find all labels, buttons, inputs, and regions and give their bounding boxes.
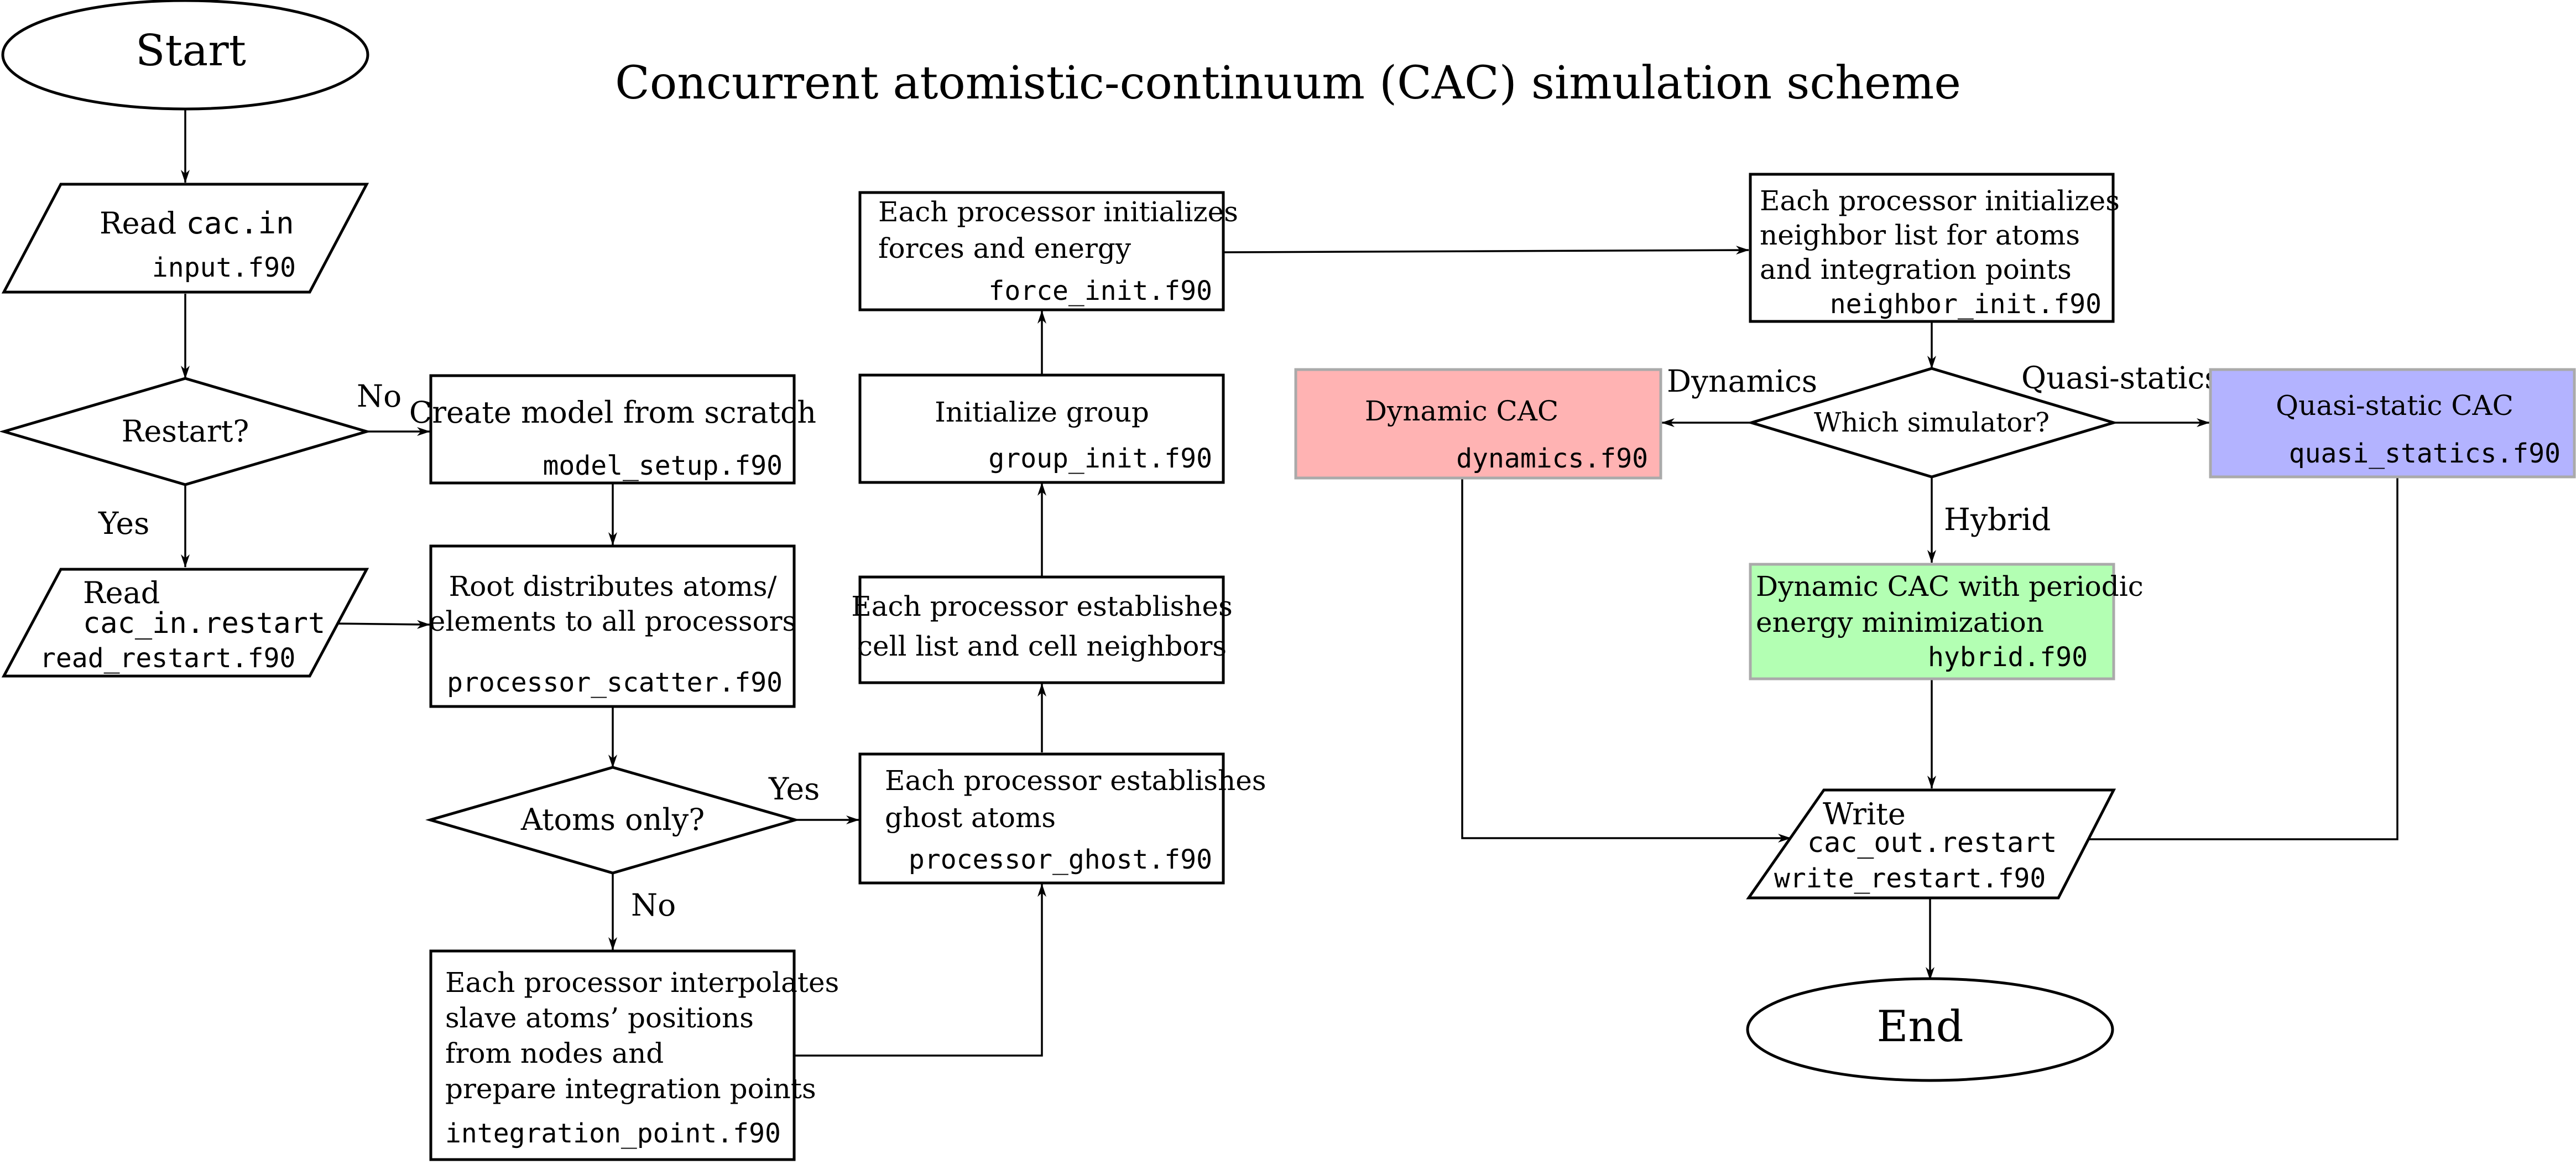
- read-input-node: Read cac.in input.f90: [1, 183, 369, 294]
- force-init-node: Each processor initializes forces and en…: [858, 191, 1238, 311]
- edge-label-quasi-statics: Quasi-statics: [2021, 360, 2220, 396]
- processor-ghost-file: processor_ghost.f90: [909, 844, 1212, 875]
- force-init-file: force_init.f90: [988, 276, 1212, 306]
- read-restart-label: Read: [83, 575, 160, 610]
- read-restart-node: Read cac_in.restart read_restart.f90: [1, 568, 369, 678]
- edge-dynamics-to-write: [1461, 479, 1791, 843]
- processor-scatter-line1: Root distributes atoms/: [449, 570, 777, 602]
- start-node: Start: [1, 0, 369, 111]
- simulator-decision-node: Which simulator?: [1746, 367, 2119, 479]
- edge-label-atoms-no: No: [631, 887, 676, 923]
- group-init-node: Initialize group group_init.f90: [858, 373, 1225, 484]
- force-init-line1: Each processor initializes: [878, 196, 1238, 228]
- integration-point-node: Each processor interpolates slave atoms’…: [429, 949, 839, 1161]
- integration-point-line3: from nodes and: [445, 1037, 664, 1069]
- read-restart-file: read_restart.f90: [40, 643, 295, 674]
- neighbor-init-node: Each processor initializes neighbor list…: [1749, 173, 2120, 323]
- read-input-file: input.f90: [152, 252, 296, 283]
- neighbor-init-line3: and integration points: [1760, 253, 2072, 285]
- connectors: [181, 110, 2398, 1057]
- restart-decision-node: Restart?: [0, 377, 372, 486]
- integration-point-file: integration_point.f90: [445, 1118, 781, 1149]
- write-restart-file-inline: cac_out.restart: [1807, 827, 2057, 859]
- cell-list-line2: cell list and cell neighbors: [857, 630, 1227, 662]
- read-input-text: Read: [100, 206, 186, 241]
- write-restart-file: write_restart.f90: [1774, 863, 2046, 894]
- write-restart-node: Write cac_out.restart write_restart.f90: [1746, 788, 2116, 900]
- write-restart-label: Write: [1823, 797, 1906, 832]
- dynamics-node: Dynamic CAC dynamics.f90: [1294, 368, 1662, 480]
- dynamics-file: dynamics.f90: [1456, 443, 1648, 474]
- edge-labels: No Yes Yes No Dynamics Quasi-statics Hyb…: [98, 360, 2220, 923]
- neighbor-init-file: neighbor_init.f90: [1830, 289, 2102, 320]
- edge-label-atoms-yes: Yes: [768, 771, 820, 807]
- edge-integration-to-ghost: [795, 884, 1046, 1057]
- neighbor-init-line2: neighbor list for atoms: [1760, 219, 2080, 251]
- read-input-label: Read cac.in: [100, 206, 294, 241]
- diagram-title: Concurrent atomistic-continuum (CAC) sim…: [615, 57, 1961, 110]
- dynamics-label: Dynamic CAC: [1365, 395, 1558, 427]
- edge-label-dynamics: Dynamics: [1667, 363, 1817, 399]
- processor-scatter-line2: elements to all processors: [429, 605, 796, 637]
- processor-ghost-line1: Each processor establishes: [885, 765, 1266, 797]
- integration-point-line2: slave atoms’ positions: [445, 1002, 754, 1034]
- end-node: End: [1746, 977, 2114, 1082]
- processor-ghost-line2: ghost atoms: [885, 802, 1056, 834]
- simulator-decision-label: Which simulator?: [1814, 407, 2050, 438]
- dynamics-box: [1294, 368, 1662, 480]
- edge-force-to-neighbor: [1224, 246, 1749, 255]
- restart-decision-label: Restart?: [122, 414, 249, 449]
- start-label: Start: [135, 26, 246, 76]
- edge-label-hybrid: Hybrid: [1944, 502, 2051, 537]
- quasi-statics-node: Quasi-static CAC quasi_statics.f90: [2209, 368, 2576, 479]
- cell-list-line1: Each processor establishes: [851, 590, 1232, 622]
- quasi-statics-box: [2209, 368, 2576, 479]
- hybrid-node: Dynamic CAC with periodic energy minimiz…: [1749, 563, 2144, 680]
- edge-label-restart-no: No: [357, 378, 401, 414]
- hybrid-line2: energy minimization: [1756, 606, 2044, 638]
- processor-scatter-file: processor_scatter.f90: [447, 667, 783, 698]
- edge-readrestart-to-scatter: [330, 620, 430, 629]
- quasi-statics-label: Quasi-static CAC: [2276, 389, 2514, 422]
- force-init-line2: forces and energy: [878, 232, 1131, 264]
- model-setup-label: Create model from scratch: [409, 395, 816, 430]
- processor-scatter-node: Root distributes atoms/ elements to all …: [429, 544, 796, 708]
- cell-list-node: Each processor establishes cell list and…: [851, 575, 1233, 684]
- hybrid-line1: Dynamic CAC with periodic: [1756, 570, 2144, 602]
- model-setup-file: model_setup.f90: [543, 450, 783, 481]
- read-input-file-inline: cac.in: [186, 206, 294, 241]
- neighbor-init-line1: Each processor initializes: [1760, 185, 2120, 217]
- hybrid-file: hybrid.f90: [1928, 642, 2088, 673]
- quasi-statics-file: quasi_statics.f90: [2289, 438, 2561, 469]
- group-init-label: Initialize group: [935, 396, 1149, 428]
- edge-quasi-to-write: [2058, 477, 2398, 844]
- hybrid-box: [1749, 563, 2115, 680]
- model-setup-node: Create model from scratch model_setup.f9…: [409, 374, 816, 485]
- processor-ghost-node: Each processor establishes ghost atoms p…: [858, 752, 1266, 885]
- read-restart-file-inline: cac_in.restart: [83, 607, 325, 640]
- end-label: End: [1876, 1002, 1963, 1052]
- atoms-only-decision-node: Atoms only?: [425, 766, 800, 875]
- group-init-file: group_init.f90: [988, 443, 1212, 474]
- integration-point-line1: Each processor interpolates: [445, 966, 839, 999]
- integration-point-line4: prepare integration points: [445, 1073, 816, 1105]
- edge-label-restart-yes: Yes: [98, 506, 149, 541]
- atoms-only-label: Atoms only?: [520, 802, 705, 837]
